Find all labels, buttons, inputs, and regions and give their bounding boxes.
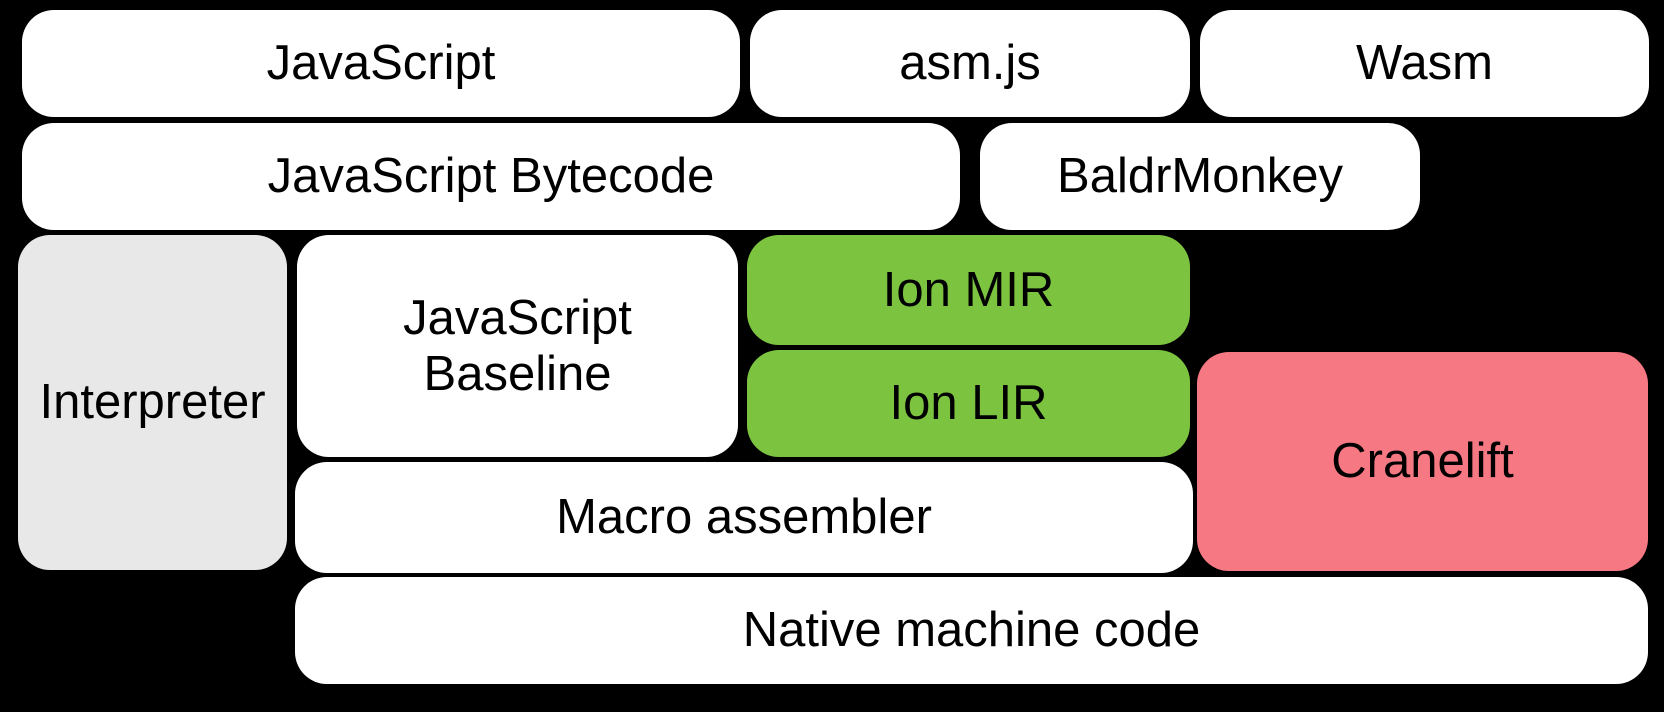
node-javascript-baseline: JavaScript Baseline [297,235,738,457]
node-ion-lir: Ion LIR [747,350,1190,457]
node-asm-js-label: asm.js [899,36,1041,91]
node-macro-assembler: Macro assembler [295,462,1193,573]
node-native-machine-code: Native machine code [295,577,1648,684]
node-native-machine-code-label: Native machine code [742,603,1201,658]
node-interpreter: Interpreter [18,235,287,570]
node-cranelift: Cranelift [1197,352,1648,571]
node-wasm: Wasm [1200,10,1649,117]
node-javascript-label: JavaScript [266,36,496,91]
node-wasm-label: Wasm [1356,36,1493,91]
node-ion-mir-label: Ion MIR [882,262,1055,317]
node-cranelift-label: Cranelift [1331,434,1514,489]
node-ion-lir-label: Ion LIR [889,376,1048,431]
node-javascript-baseline-label: JavaScript Baseline [403,290,632,401]
node-javascript-bytecode-label: JavaScript Bytecode [267,149,715,204]
node-macro-assembler-label: Macro assembler [556,490,932,545]
node-interpreter-label: Interpreter [39,375,266,430]
node-baldrmonkey-label: BaldrMonkey [1057,149,1343,204]
node-javascript-bytecode: JavaScript Bytecode [22,123,960,230]
node-asm-js: asm.js [750,10,1190,117]
node-baldrmonkey: BaldrMonkey [980,123,1420,230]
node-ion-mir: Ion MIR [747,235,1190,345]
node-javascript: JavaScript [22,10,740,117]
